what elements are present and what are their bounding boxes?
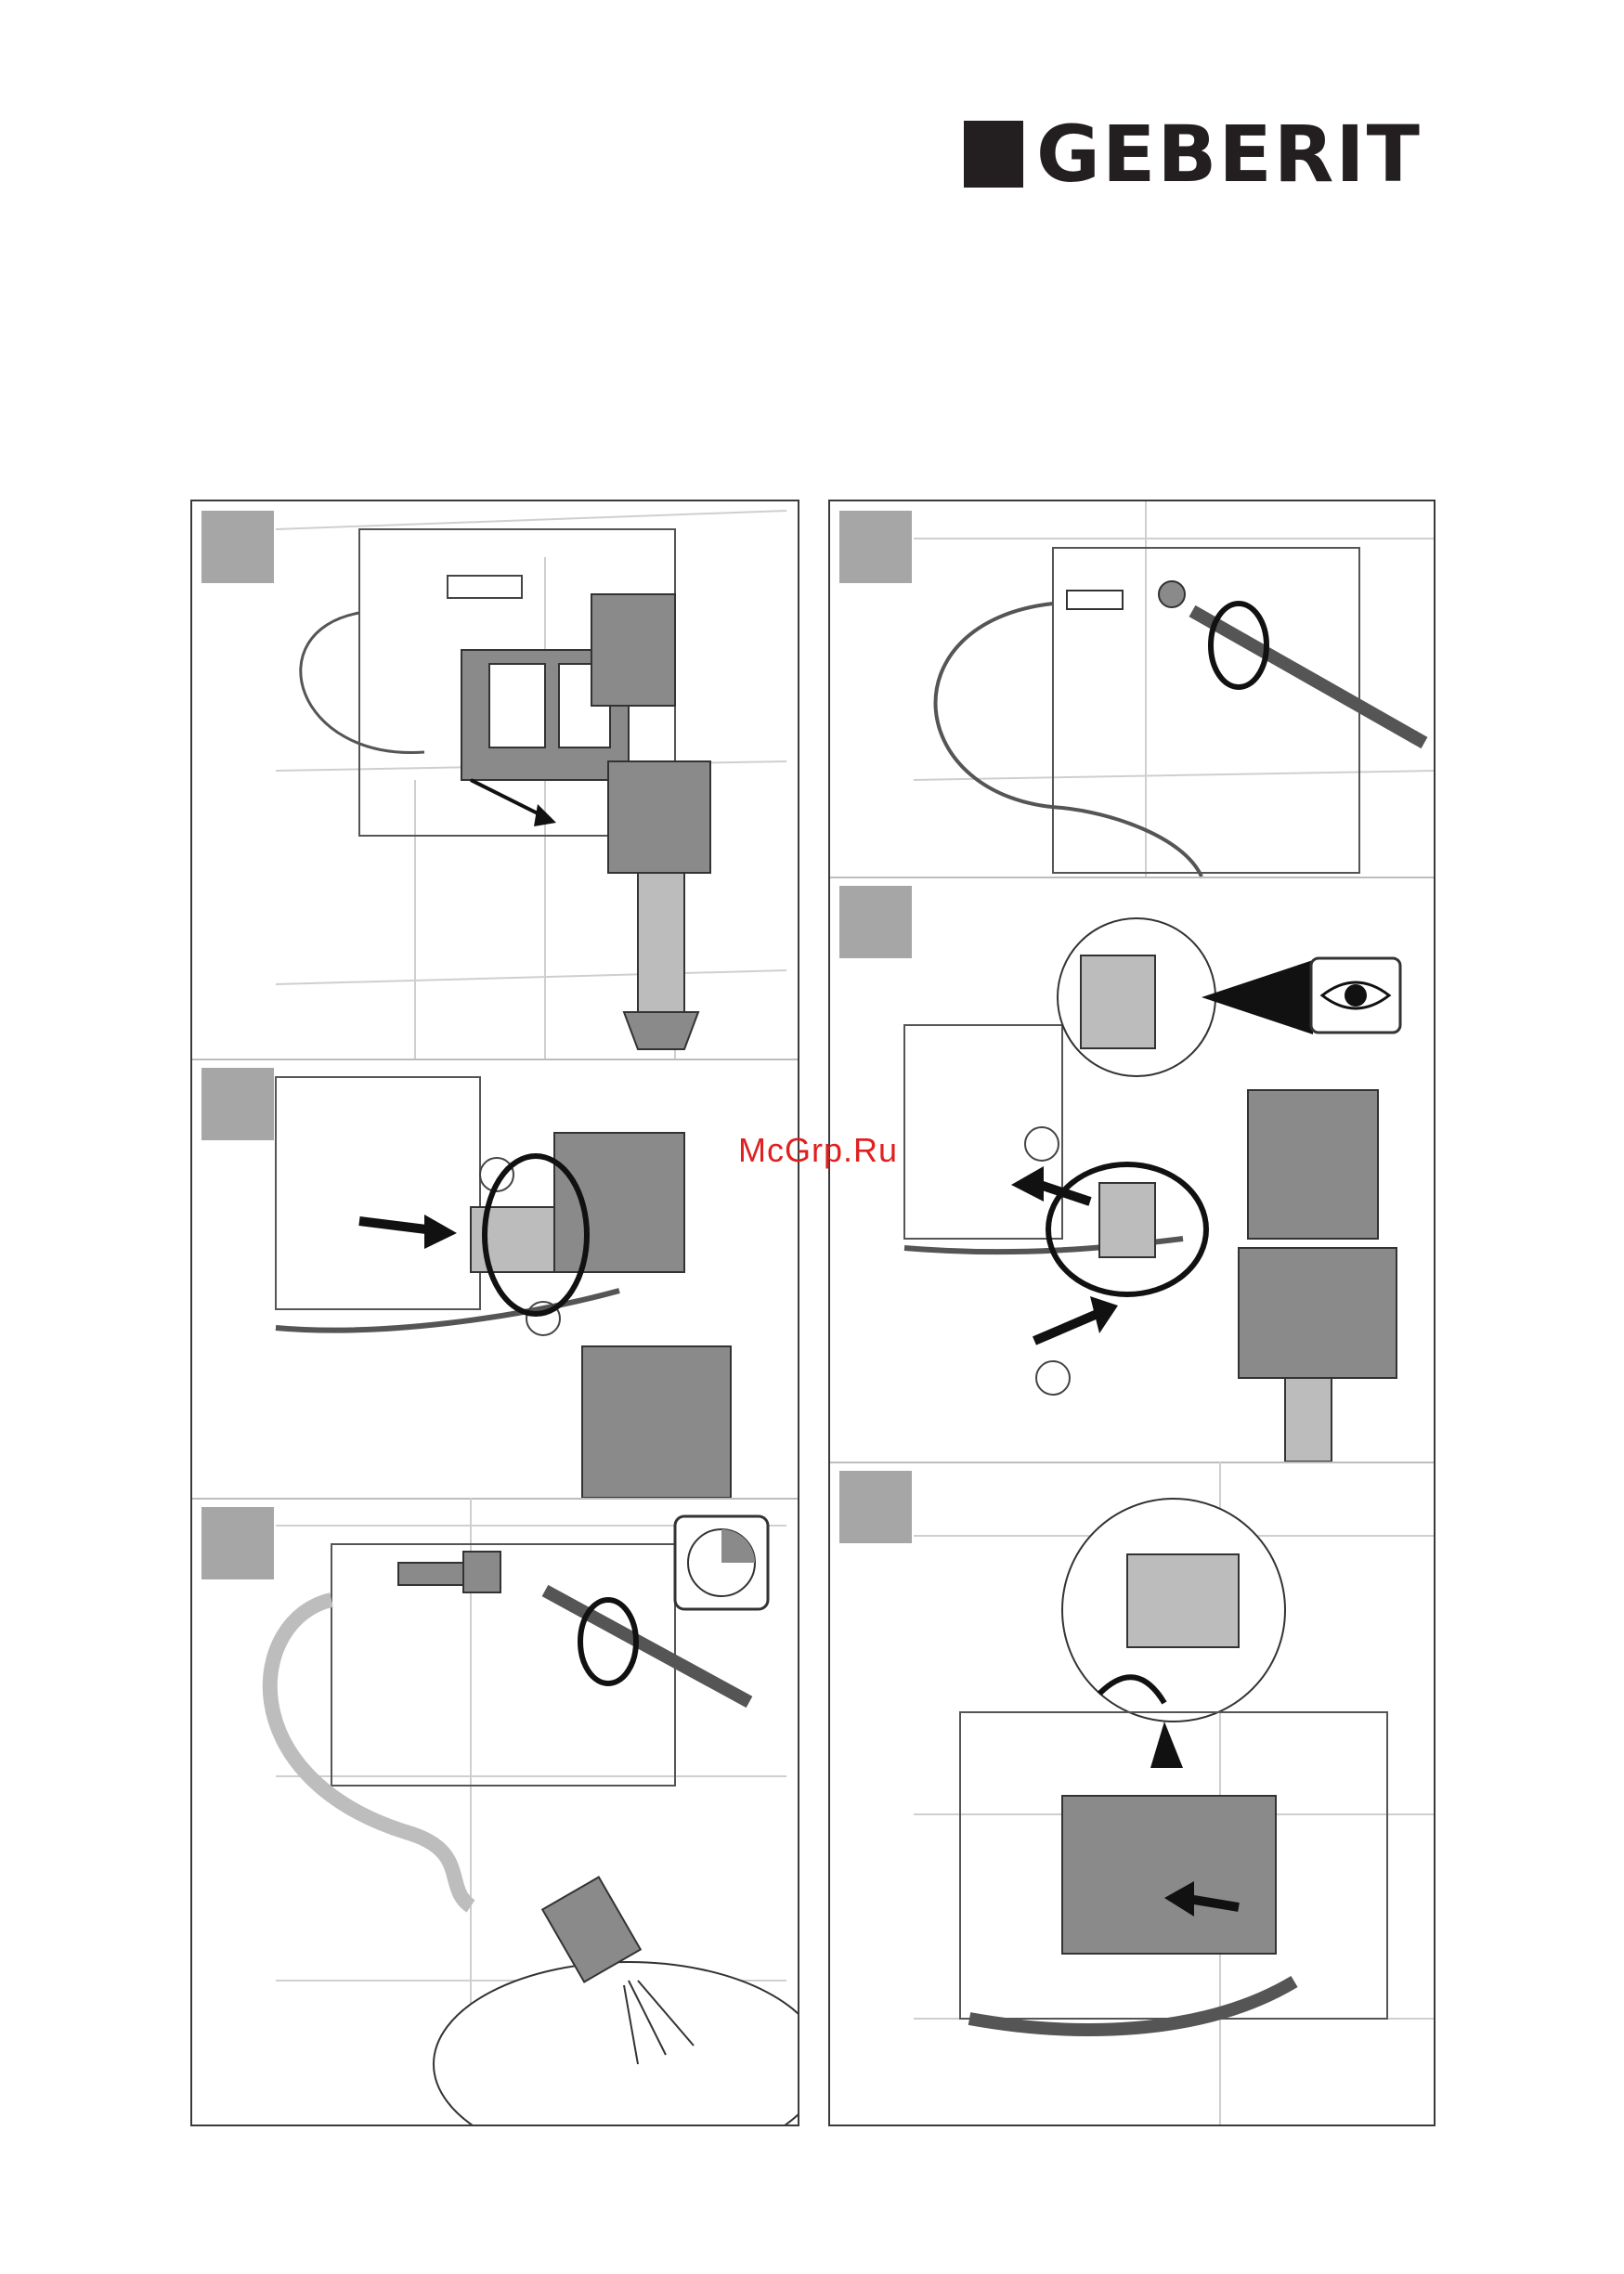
illustration-remove-fill-valve [192,501,798,1059]
step-number-box [201,511,274,583]
illustration-disconnect-hose-check [830,877,1434,1462]
step-number-box [839,1471,912,1543]
instruction-panel-1 [192,501,798,1060]
instruction-panel-3 [192,1498,798,2125]
watermark-text: McGrp.Ru [738,1131,898,1170]
numbered-circle-icon [1025,1127,1059,1161]
instruction-panel-5 [830,877,1434,1463]
numbered-circle-icon [1036,1361,1070,1395]
logo-wordmark: GEBERIT [1036,121,1422,188]
geberit-logo: GEBERIT [964,121,1422,188]
instruction-panel-2 [192,1059,798,1500]
step-number-box [201,1507,274,1579]
step-number-box [201,1068,274,1140]
arrow-icon [424,1215,457,1249]
instruction-column-left [190,500,799,2126]
logo-square [964,121,1023,188]
step-number-box [839,886,912,958]
illustration-insert-fill-valve [830,1462,1434,2125]
arrow-icon [1011,1166,1044,1202]
illustration-close-stopcock [830,501,1434,877]
instruction-panel-6 [830,1462,1434,2125]
illustration-connect-hose [192,1059,798,1498]
instruction-column-right [828,500,1436,2126]
step-number-box [839,511,912,583]
instruction-panel-4 [830,501,1434,878]
screwdriver-icon [1192,611,1424,743]
illustration-flush-line [192,1498,798,2125]
